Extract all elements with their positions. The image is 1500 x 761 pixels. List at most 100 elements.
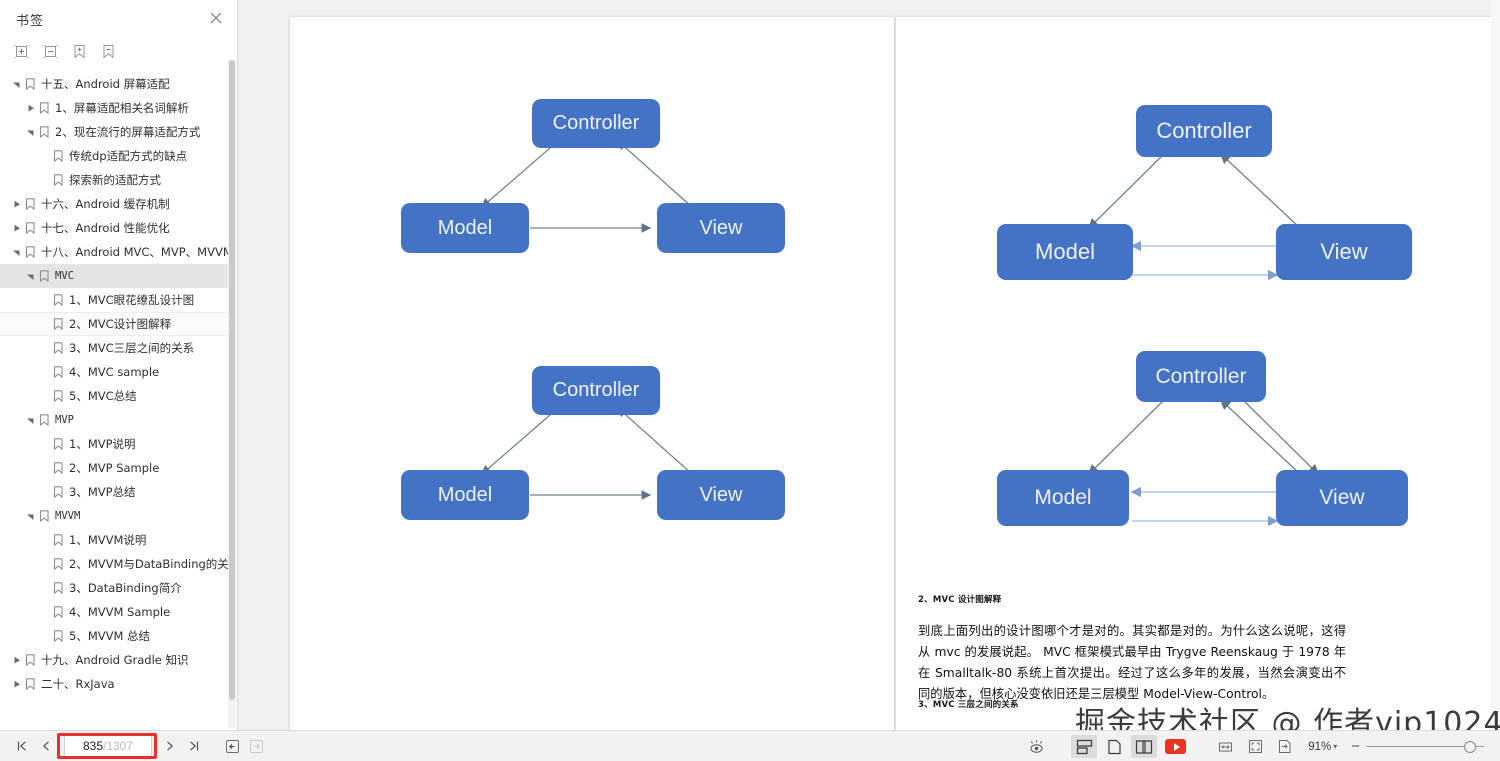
read-mode-icon[interactable] — [1023, 735, 1049, 758]
last-page-icon[interactable] — [182, 735, 206, 757]
mvc-diagram-4-arrows — [1088, 399, 1319, 527]
bookmark-label: 5、MVC总结 — [69, 389, 137, 403]
bookmark-item[interactable]: 1、屏幕适配相关名词解析 — [0, 96, 228, 120]
play-presentation-icon[interactable] — [1165, 739, 1187, 754]
bookmark-item[interactable]: 十五、Android 屏幕适配 — [0, 72, 228, 96]
next-view-icon[interactable] — [244, 735, 268, 757]
bookmark-item[interactable]: 4、MVVM Sample — [0, 600, 228, 624]
two-page-spread-icon[interactable] — [1131, 735, 1158, 758]
mvc-diagram-2-arrows — [481, 407, 693, 500]
node-controller: Controller — [1136, 351, 1266, 402]
fit-visible-icon[interactable] — [1272, 735, 1298, 758]
bookmark-item[interactable]: 5、MVC总结 — [0, 384, 228, 408]
bookmark-label: 1、屏幕适配相关名词解析 — [55, 101, 189, 115]
bookmark-label: MVP — [55, 414, 74, 426]
single-page-icon[interactable] — [1101, 735, 1127, 758]
document-viewport[interactable]: Controller Model View Controller Model V… — [238, 0, 1500, 730]
bookmark-item[interactable]: 2、现在流行的屏幕适配方式 — [0, 120, 228, 144]
bookmark-item[interactable]: 十九、Android Gradle 知识 — [0, 648, 228, 672]
chevron-down-icon[interactable] — [24, 128, 37, 137]
bookmark-icon — [51, 462, 65, 474]
bookmark-item[interactable]: 传统dp适配方式的缺点 — [0, 144, 228, 168]
add-bookmark-icon[interactable] — [70, 42, 89, 61]
pdf-page-left: Controller Model View Controller Model V… — [290, 17, 894, 730]
chevron-down-icon[interactable] — [24, 416, 37, 425]
sidebar-scrollbar-thumb[interactable] — [229, 60, 235, 700]
chevron-right-icon[interactable] — [10, 656, 23, 665]
collapse-all-icon[interactable] — [41, 42, 60, 61]
bookmark-icon — [37, 270, 51, 282]
bookmark-item[interactable]: 1、MVVM说明 — [0, 528, 228, 552]
sidebar-title: 书签 — [16, 13, 45, 28]
next-page-icon[interactable] — [158, 735, 182, 757]
zoom-level-label[interactable]: 91% — [1308, 740, 1332, 753]
bookmark-item[interactable]: 二十、RxJava — [0, 672, 228, 696]
document-vertical-scrollbar[interactable] — [1491, 0, 1500, 730]
bookmark-item[interactable]: 4、MVC sample — [0, 360, 228, 384]
bookmark-item[interactable]: 2、MVC设计图解释 — [0, 312, 228, 336]
chevron-right-icon[interactable] — [24, 104, 37, 113]
chevron-down-icon[interactable] — [10, 80, 23, 89]
view-tools-group: 91% ▾ − — [1021, 731, 1500, 761]
chevron-right-icon[interactable] — [10, 200, 23, 209]
bookmark-item[interactable]: 探索新的适配方式 — [0, 168, 228, 192]
bookmark-item[interactable]: 5、MVVM 总结 — [0, 624, 228, 648]
previous-view-icon[interactable] — [220, 735, 244, 757]
bookmark-icon — [23, 654, 37, 666]
close-icon[interactable] — [209, 11, 225, 27]
mvc-diagram-2: Controller Model View — [400, 352, 800, 552]
bookmark-item[interactable]: 十七、Android 性能优化 — [0, 216, 228, 240]
node-model: Model — [401, 203, 529, 253]
bookmark-label: 十五、Android 屏幕适配 — [41, 77, 170, 91]
sidebar-scrollbar[interactable] — [228, 60, 236, 728]
bookmark-item[interactable]: 2、MVP Sample — [0, 456, 228, 480]
fit-width-icon[interactable] — [1212, 735, 1238, 758]
bookmark-label: 探索新的适配方式 — [69, 173, 161, 187]
bookmark-label: 十九、Android Gradle 知识 — [41, 653, 189, 667]
node-controller: Controller — [1136, 105, 1272, 157]
bookmark-item[interactable]: 1、MVC眼花缭乱设计图 — [0, 288, 228, 312]
chevron-down-icon[interactable] — [24, 512, 37, 521]
bookmark-label: 2、现在流行的屏幕适配方式 — [55, 125, 201, 139]
chevron-right-icon[interactable] — [10, 224, 23, 233]
bookmark-item[interactable]: MVVM — [0, 504, 228, 528]
page-number-input[interactable]: 835 /1307 — [64, 735, 152, 757]
bookmark-item[interactable]: 十六、Android 缓存机制 — [0, 192, 228, 216]
page-current-value: 835 — [82, 739, 103, 753]
zoom-slider[interactable] — [1366, 740, 1484, 754]
mvc-diagram-4: Controller Model View — [988, 337, 1428, 557]
zoom-slider-knob[interactable] — [1464, 740, 1476, 753]
chevron-right-icon[interactable] — [10, 680, 23, 689]
fit-page-icon[interactable] — [1242, 735, 1268, 758]
bookmark-item[interactable]: 2、MVVM与DataBinding的关系 — [0, 552, 228, 576]
bookmark-label: 十八、Android MVC、MVP、MVVM — [41, 245, 228, 259]
bookmark-item[interactable]: 十八、Android MVC、MVP、MVVM — [0, 240, 228, 264]
bookmark-item[interactable]: MVC — [0, 264, 228, 288]
node-view: View — [1276, 470, 1408, 526]
bookmark-item[interactable]: 3、MVC三层之间的关系 — [0, 336, 228, 360]
bookmark-label: 1、MVVM说明 — [69, 533, 147, 547]
bookmark-icon — [51, 342, 65, 354]
bookmark-icon — [37, 126, 51, 138]
node-view: View — [1276, 224, 1412, 280]
prev-page-icon[interactable] — [34, 735, 58, 757]
chevron-down-icon[interactable]: ▾ — [1333, 742, 1338, 751]
continuous-scroll-icon[interactable] — [1071, 735, 1098, 758]
chevron-down-icon[interactable] — [24, 272, 37, 281]
remove-bookmark-icon[interactable] — [99, 42, 118, 61]
page-navigation-group: 835 /1307 — [0, 735, 268, 757]
bookmark-item[interactable]: MVP — [0, 408, 228, 432]
section-heading-2: 2、MVC 设计图解释 — [918, 595, 1002, 605]
bookmark-icon — [37, 414, 51, 426]
bookmark-icon — [23, 246, 37, 258]
bookmark-tree[interactable]: 十五、Android 屏幕适配 1、屏幕适配相关名词解析 2、现在流行的屏幕适配方式… — [0, 66, 228, 726]
first-page-icon[interactable] — [10, 735, 34, 757]
expand-all-icon[interactable] — [12, 42, 31, 61]
bookmark-item[interactable]: 3、MVP总结 — [0, 480, 228, 504]
bookmark-item[interactable]: 3、DataBinding简介 — [0, 576, 228, 600]
zoom-out-button[interactable]: − — [1351, 738, 1360, 755]
bookmark-item[interactable]: 1、MVP说明 — [0, 432, 228, 456]
bookmark-icon — [51, 366, 65, 378]
chevron-down-icon[interactable] — [10, 248, 23, 257]
